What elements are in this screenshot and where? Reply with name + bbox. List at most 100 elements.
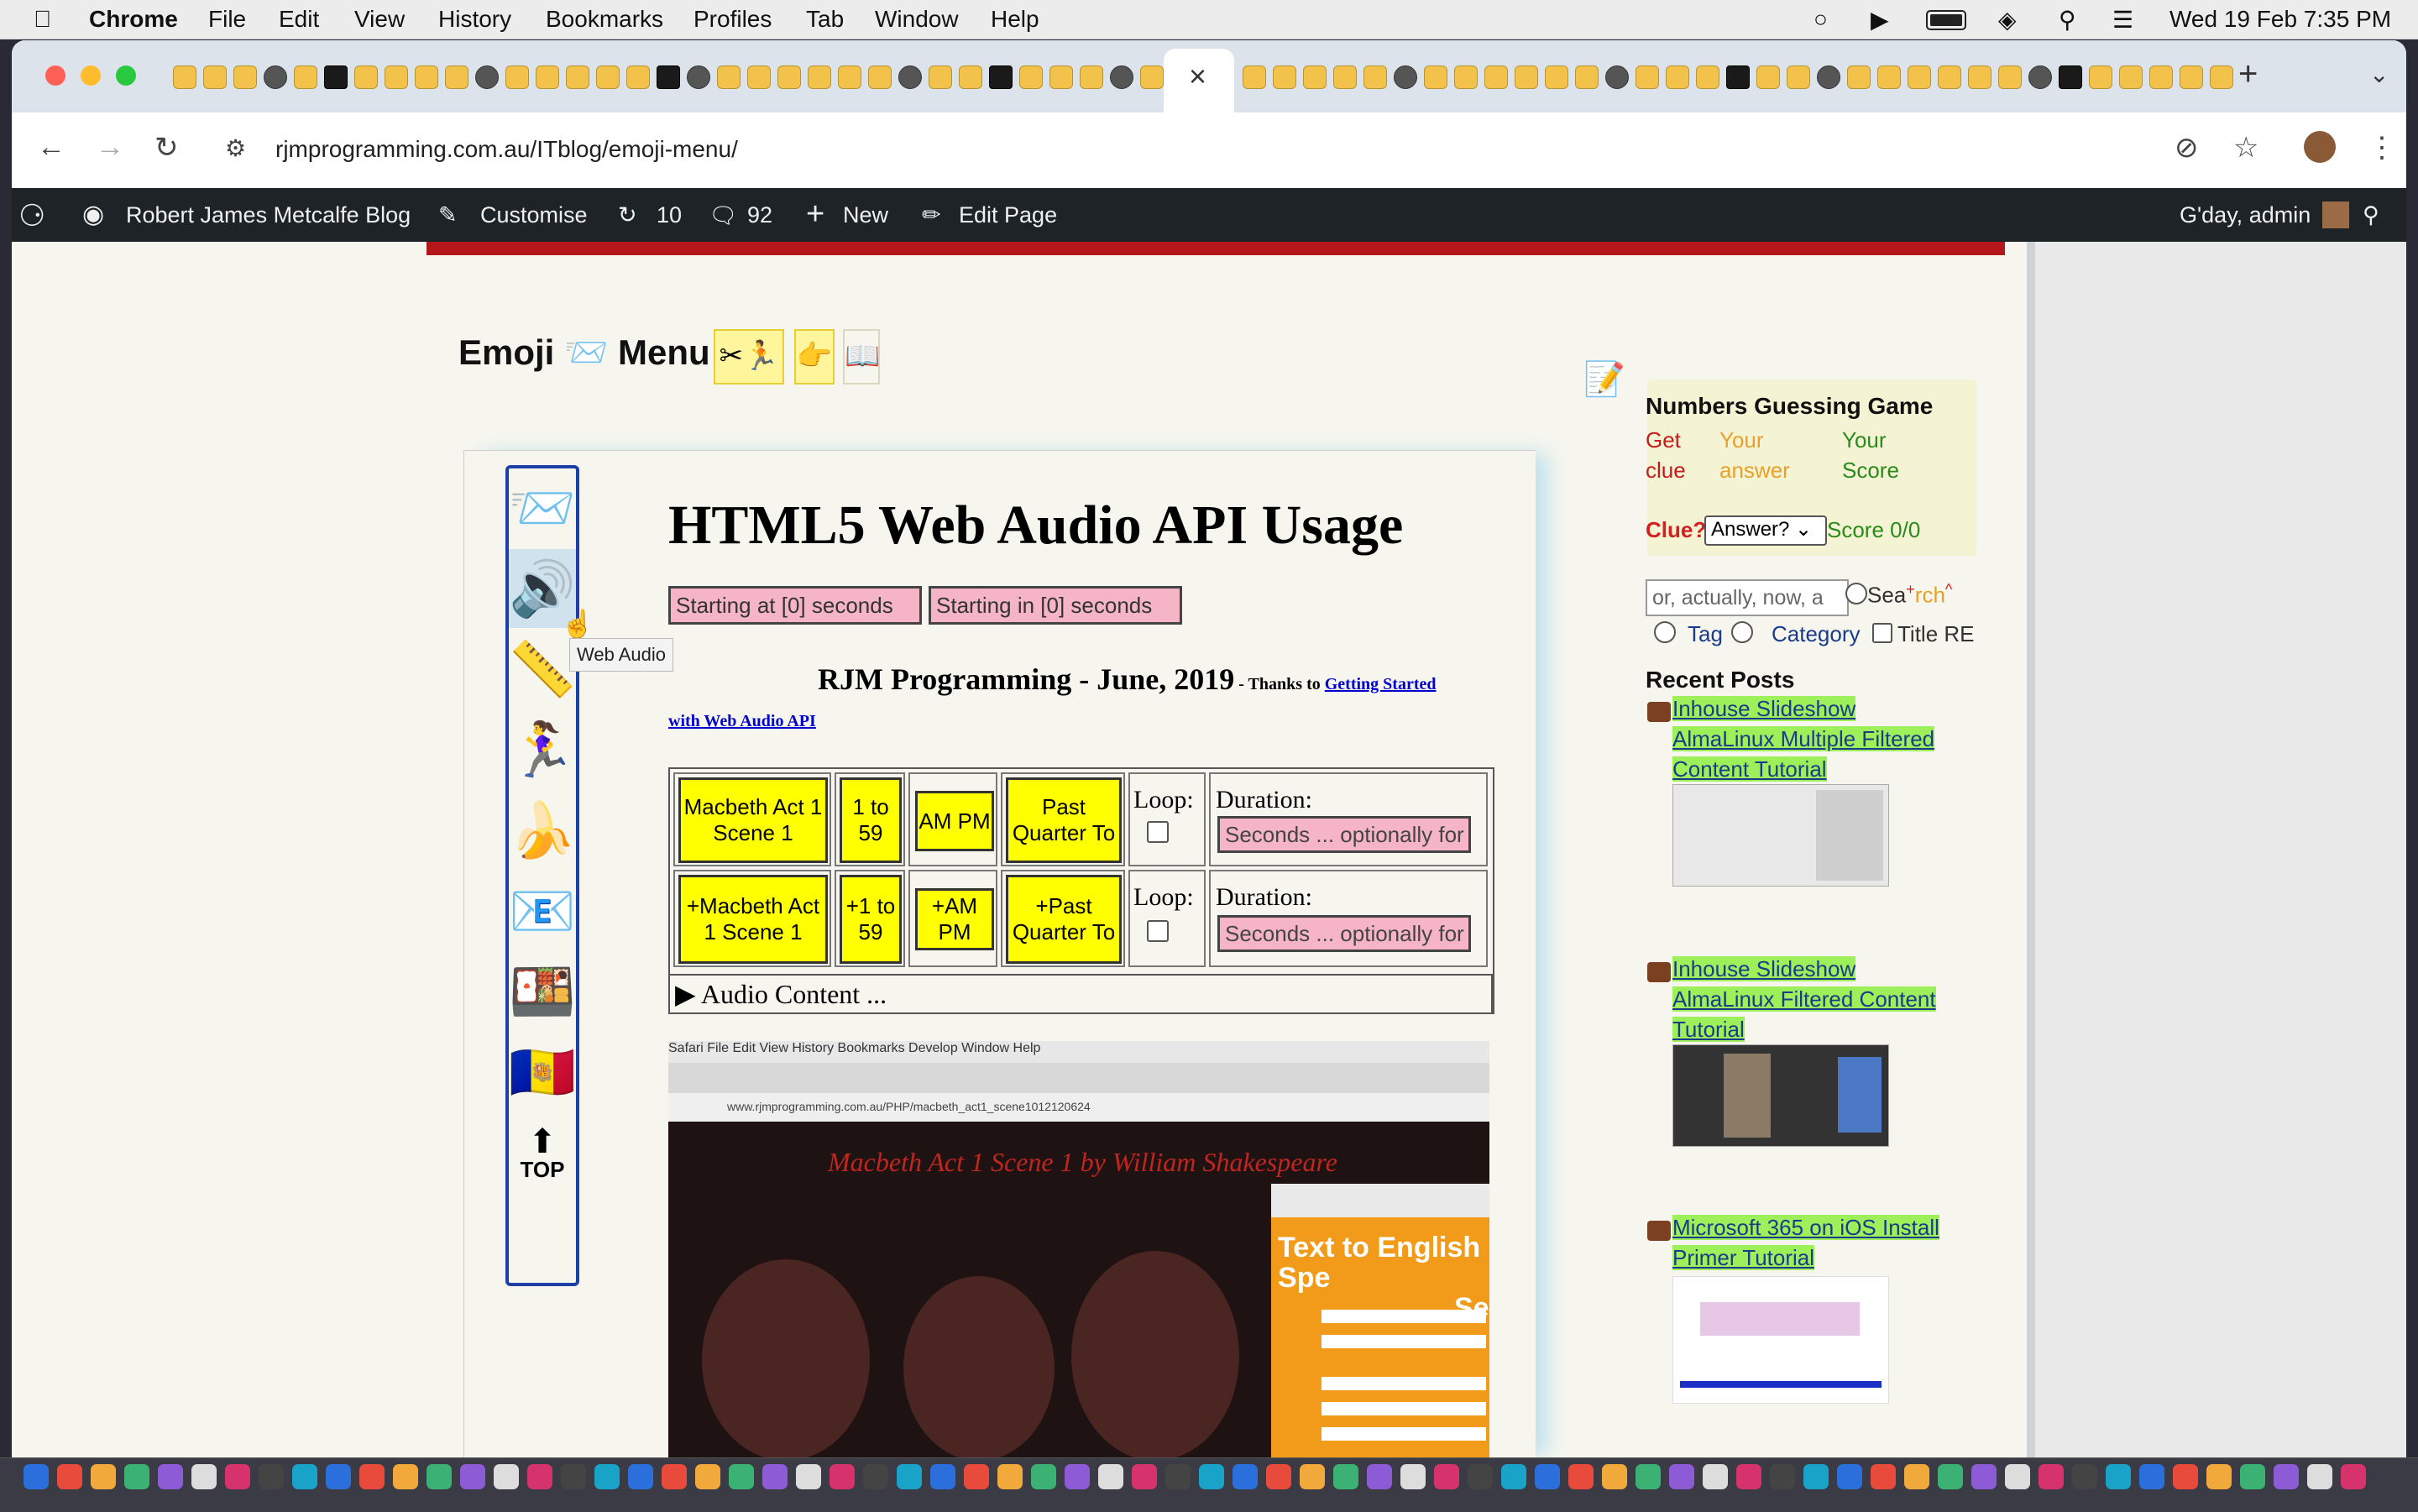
tab-favicon[interactable] <box>1636 65 1659 89</box>
tab-favicon[interactable] <box>173 65 196 89</box>
recent-post-1-thumbnail[interactable] <box>1672 784 1889 887</box>
dock-app-icon[interactable] <box>1199 1464 1224 1489</box>
address-bar[interactable]: rjmprogramming.com.au/ITblog/emoji-menu/ <box>275 136 738 162</box>
menu-bookmarks[interactable]: Bookmarks <box>546 6 664 32</box>
tab-favicon[interactable] <box>1394 65 1417 89</box>
menu-help[interactable]: Help <box>991 6 1039 32</box>
dock-app-icon[interactable] <box>191 1464 217 1489</box>
dock-app-icon[interactable] <box>1669 1464 1694 1489</box>
plus-am-pm-button[interactable]: +AM PM <box>915 888 994 950</box>
tab-favicon[interactable] <box>1424 65 1447 89</box>
battery-icon[interactable] <box>1926 10 1966 30</box>
tab-favicon[interactable] <box>1575 65 1599 89</box>
tab-favicon[interactable] <box>1243 65 1266 89</box>
tab-favicon[interactable] <box>536 65 559 89</box>
dock-app-icon[interactable] <box>695 1464 720 1489</box>
recent-post-3-link[interactable]: Microsoft 365 on iOS Install Primer Tuto… <box>1672 1215 1939 1270</box>
eye-slash-icon[interactable]: ⊘ <box>2175 132 2199 164</box>
macbeth-button[interactable]: Macbeth Act 1 Scene 1 <box>678 777 828 863</box>
tab-favicon[interactable] <box>959 65 982 89</box>
reload-icon[interactable]: ↻ <box>154 132 179 164</box>
tab-favicon[interactable] <box>898 65 922 89</box>
tab-favicon[interactable] <box>1080 65 1103 89</box>
tab-favicon[interactable] <box>475 65 499 89</box>
tab-favicon[interactable] <box>2089 65 2112 89</box>
dock-app-icon[interactable] <box>1636 1464 1661 1489</box>
web-audio-api-link[interactable]: with Web Audio API <box>668 712 816 730</box>
tab-favicon[interactable] <box>203 65 227 89</box>
tab-favicon[interactable] <box>2210 65 2233 89</box>
wp-search-icon[interactable]: ⚲ <box>2363 202 2379 228</box>
dock-app-icon[interactable] <box>393 1464 418 1489</box>
one-to-59-button[interactable]: 1 to 59 <box>840 777 902 863</box>
dock-app-icon[interactable] <box>460 1464 485 1489</box>
plus-past-quarter-to-button[interactable]: +Past Quarter To <box>1006 875 1122 964</box>
menu-item-envelope[interactable]: 📨 <box>509 478 576 538</box>
tab-favicon[interactable] <box>1049 65 1073 89</box>
active-tab[interactable]: × <box>1164 49 1234 112</box>
menu-item-banana[interactable]: 🍌 <box>509 800 576 861</box>
tab-favicon[interactable] <box>566 65 589 89</box>
your-answer-link[interactable]: Your answer <box>1719 427 1790 483</box>
dock-app-icon[interactable] <box>1501 1464 1526 1489</box>
tab-favicon[interactable] <box>1303 65 1327 89</box>
tab-favicon[interactable] <box>354 65 378 89</box>
dock-app-icon[interactable] <box>292 1464 317 1489</box>
menu-tab[interactable]: Tab <box>806 6 845 32</box>
dock-app-icon[interactable] <box>1367 1464 1392 1489</box>
tag-radio[interactable] <box>1654 621 1676 643</box>
menu-history[interactable]: History <box>438 6 512 32</box>
tab-favicon[interactable] <box>1515 65 1538 89</box>
dock-app-icon[interactable] <box>2106 1464 2131 1489</box>
am-pm-button[interactable]: AM PM <box>915 791 994 851</box>
dock-app-icon[interactable] <box>1132 1464 1157 1489</box>
tab-favicon[interactable] <box>1847 65 1871 89</box>
dock-app-icon[interactable] <box>225 1464 250 1489</box>
header-emoji-button-1[interactable]: ✂🏃 <box>714 329 784 385</box>
your-score-link[interactable]: Your Score <box>1842 427 1899 483</box>
wp-comments-count[interactable]: 92 <box>747 202 773 228</box>
tab-favicon[interactable] <box>626 65 650 89</box>
recent-post-3-thumbnail[interactable] <box>1672 1276 1889 1404</box>
tab-favicon[interactable] <box>2180 65 2203 89</box>
profile-avatar[interactable] <box>2304 131 2336 163</box>
tab-favicon[interactable] <box>808 65 831 89</box>
dock-app-icon[interactable] <box>964 1464 989 1489</box>
dock-app-icon[interactable] <box>830 1464 855 1489</box>
tab-favicon[interactable] <box>657 65 680 89</box>
audio-content-details[interactable]: ▶ Audio Content ... <box>668 974 1493 1014</box>
dock-app-icon[interactable] <box>2005 1464 2030 1489</box>
dock-app-icon[interactable] <box>359 1464 385 1489</box>
tab-favicon[interactable] <box>1998 65 2022 89</box>
tab-favicon[interactable] <box>1877 65 1901 89</box>
tab-favicon[interactable] <box>1140 65 1164 89</box>
tab-favicon[interactable] <box>989 65 1013 89</box>
recent-post-2-thumbnail[interactable] <box>1672 1044 1889 1147</box>
dock-app-icon[interactable] <box>57 1464 82 1489</box>
dock-app-icon[interactable] <box>24 1464 49 1489</box>
menu-profiles[interactable]: Profiles <box>693 6 772 32</box>
dock-app-icon[interactable] <box>762 1464 788 1489</box>
dock-app-icon[interactable] <box>1333 1464 1358 1489</box>
dock-app-icon[interactable] <box>2274 1464 2299 1489</box>
dock-app-icon[interactable] <box>1266 1464 1291 1489</box>
dock-app-icon[interactable] <box>2206 1464 2232 1489</box>
tab-favicon[interactable] <box>264 65 287 89</box>
new-tab-button[interactable]: + <box>2238 55 2258 92</box>
chrome-menu-icon[interactable]: ⋮ <box>2368 132 2396 164</box>
dock-app-icon[interactable] <box>1736 1464 1761 1489</box>
wp-customise[interactable]: Customise <box>480 202 588 228</box>
dock-app-icon[interactable] <box>1468 1464 1493 1489</box>
dock-app-icon[interactable] <box>2139 1464 2164 1489</box>
control-center-icon[interactable]: ☰ <box>2112 7 2134 33</box>
tab-favicon[interactable] <box>1726 65 1750 89</box>
menu-item-flag[interactable]: 🇦🇩 <box>509 1042 576 1102</box>
tab-favicon[interactable] <box>747 65 771 89</box>
duration-input[interactable]: Seconds ... optionally for <box>1217 816 1471 853</box>
header-emoji-button-3[interactable]: 📖 <box>843 329 880 385</box>
tab-favicon[interactable] <box>1908 65 1931 89</box>
menu-file[interactable]: File <box>208 6 247 32</box>
tab-favicon[interactable] <box>1454 65 1478 89</box>
globe-icon[interactable]: ○ <box>1814 6 1828 32</box>
dock-app-icon[interactable] <box>1971 1464 1997 1489</box>
